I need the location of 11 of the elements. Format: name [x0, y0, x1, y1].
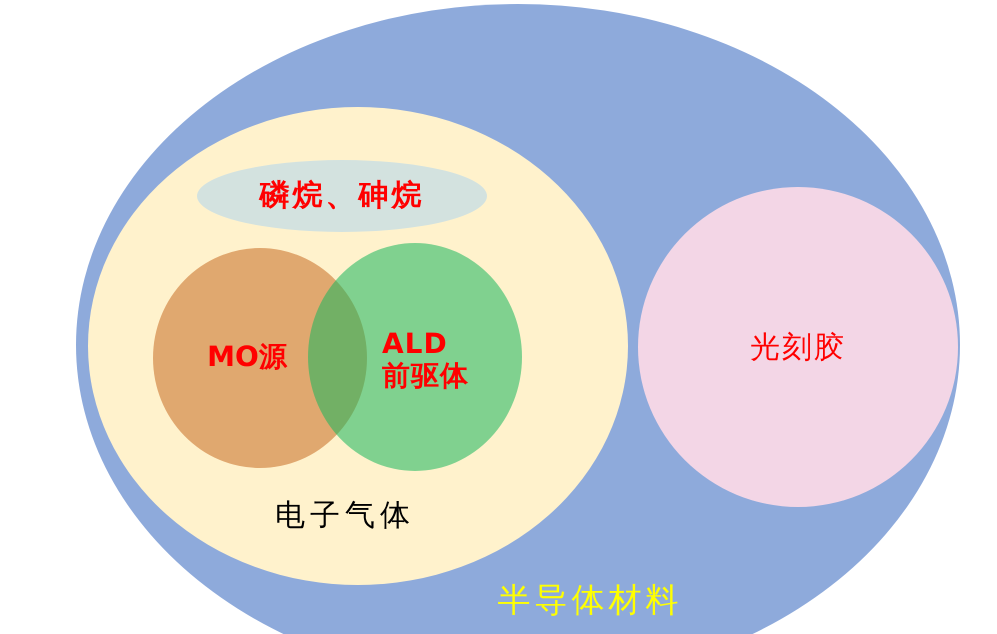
- set-ellipse: [88, 107, 628, 585]
- set-circle: [638, 187, 958, 507]
- set-label: ALD 前驱体: [382, 328, 470, 392]
- set-label: 光刻胶: [750, 330, 846, 366]
- set-label: 电子气体: [275, 498, 415, 534]
- set-circle: [308, 243, 522, 471]
- set-ellipse: [197, 160, 487, 232]
- set-label: 半导体材料: [498, 581, 682, 619]
- set-circle: [153, 248, 367, 468]
- set-label: MO源: [207, 340, 287, 374]
- set-label: 磷烷、砷烷: [260, 178, 424, 214]
